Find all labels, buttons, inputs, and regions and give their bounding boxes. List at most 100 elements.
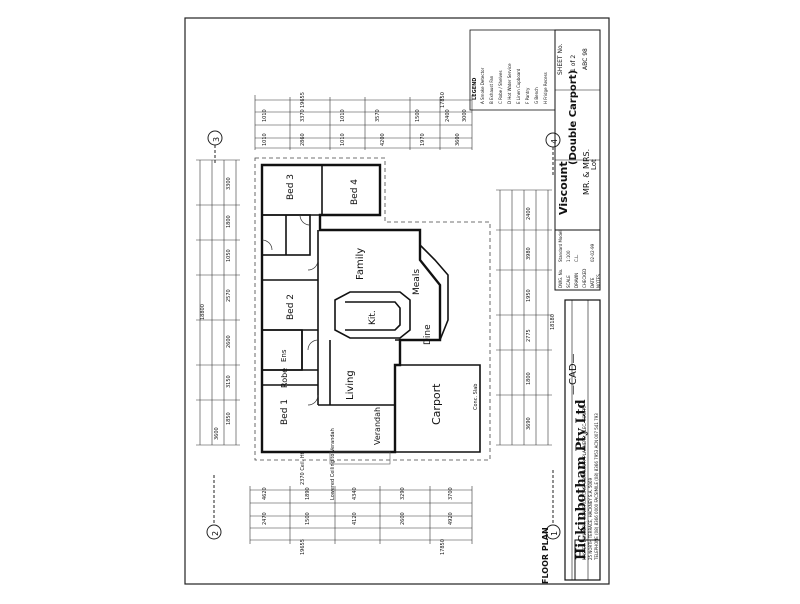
carport-note: Conc. Slab: [473, 383, 479, 410]
dim-left-total: 18800: [200, 304, 206, 320]
dim-bottom-total-2: 17850: [440, 539, 446, 555]
room-label-bed4: Bed 4: [350, 178, 360, 205]
dim-bottom-4: 3290: [400, 487, 406, 500]
legend-title: LEGEND: [472, 77, 478, 100]
detail-label: SCALE: [566, 275, 571, 288]
dim-left-4: 2570: [226, 289, 232, 302]
room-label-bed2: Bed 2: [286, 293, 296, 320]
company-subtitle-1: MASTER BUILDERS, CONSTRUCTORS, COMMUNITY…: [582, 405, 587, 560]
dim-bottom-r2-2: 1500: [305, 512, 311, 525]
sheet-border: [184, 17, 610, 585]
legend-item: B Exhaust Fan: [489, 75, 494, 104]
room-label-bed1: Bed 1: [280, 398, 290, 425]
grid-marker-label-2: 2: [211, 530, 220, 536]
dim-bottom-3: 4340: [352, 487, 358, 500]
lot-label: Lot: [590, 159, 598, 170]
design-name: Viscount: [557, 161, 570, 215]
dim-right-4: 2775: [526, 329, 532, 342]
dim-right-6: 3690: [526, 417, 532, 430]
detail-value: C.L.: [574, 254, 579, 262]
dim-top-3: 1010: [340, 109, 346, 122]
dim-left-2: 1800: [226, 215, 232, 228]
room-label-family: Family: [355, 247, 366, 280]
interior-walls: [261, 165, 449, 406]
dim-top-7: 3000: [462, 109, 468, 122]
bottom-dimension-strings: [249, 486, 473, 544]
grid-marker-label-1: 1: [550, 530, 559, 536]
dim-top-2: 3370: [300, 109, 306, 122]
room-label-bed3: Bed 3: [286, 173, 296, 200]
dim-left-7: 1850: [226, 412, 232, 425]
legend-item: G Bench: [534, 87, 539, 104]
dim-top-5: 1500: [415, 109, 421, 122]
detail-label: CHECKED: [582, 268, 587, 288]
legend-item: E Linen Cupboard: [516, 68, 521, 104]
room-label-meals: Meals: [412, 268, 422, 295]
detail-label: DRAWN: [574, 272, 579, 288]
ceiling-height-note: 2370 Ceil. Ht.: [300, 450, 306, 485]
detail-label: DWG. No.: [558, 268, 563, 288]
legend-item: A Smoke Detector: [480, 67, 485, 104]
detail-value: 02-02-99: [590, 243, 595, 262]
door-swings: [261, 214, 319, 406]
grid-marker-label-3: 3: [212, 136, 221, 142]
dim-bottom-1: 4620: [262, 487, 268, 500]
room-label-kit: Kit.: [368, 310, 378, 325]
detail-value: Standard Model: [558, 230, 563, 262]
dim-top-r2-5: 1970: [420, 133, 426, 146]
dim-bottom-5: 3700: [448, 487, 454, 500]
legend-item: C Robe / Shelves: [498, 70, 503, 104]
company-subtitle-2: 25 NORTH TERRACE, HACKNEY S.A. 5069: [588, 477, 593, 560]
sheet-number-label: SHEET No.: [557, 43, 564, 75]
room-label-ens: Ens: [280, 349, 288, 362]
dim-bottom-total-1: 19655: [300, 539, 306, 555]
legend-item: H Fridge Recess: [543, 72, 548, 104]
dim-top-r2-3: 1010: [340, 133, 346, 146]
dim-left-5: 2600: [226, 335, 232, 348]
top-dimension-strings: [254, 95, 473, 150]
grid-marker-label-4: 4: [550, 138, 559, 144]
client-name: MR. & MRS.: [582, 148, 591, 195]
grid-markers: [206, 130, 561, 540]
dim-right-5: 1800: [526, 372, 532, 385]
dim-bottom-r2-1: 2470: [262, 512, 268, 525]
room-label-living: Living: [345, 370, 356, 400]
dim-top-r2-6: 3600: [455, 133, 461, 146]
room-label-robe: Robe: [280, 367, 289, 388]
grid-marker-1: [545, 524, 561, 540]
dim-top-total-2: 17850: [440, 92, 446, 108]
grid-marker-2: [206, 524, 222, 540]
dim-bottom-2: 1890: [305, 487, 311, 500]
dim-top-r2-1: 1010: [262, 133, 268, 146]
dim-left-8: 3600: [214, 427, 220, 440]
verandah: [329, 451, 391, 465]
room-label-verandah: Verandah: [373, 406, 382, 445]
design-variant: (Double Carport): [568, 69, 579, 165]
dim-right-3: 1950: [526, 289, 532, 302]
dim-right-1: 2400: [526, 207, 532, 220]
dim-bottom-r2-4: 2600: [400, 512, 406, 525]
dim-bottom-r2-3: 4120: [352, 512, 358, 525]
left-dimension-strings: [196, 159, 240, 446]
dim-right-total: 18180: [550, 314, 556, 330]
detail-value: 1:100: [566, 250, 571, 262]
dim-left-1: 3300: [226, 177, 232, 190]
dim-top-6: 2400: [445, 109, 451, 122]
eaves-line: [254, 157, 491, 461]
verandah-ceiling-note: Lowered Ceiling to Verandah: [330, 428, 336, 500]
legend-item: F Pantry: [525, 87, 530, 104]
detail-label: DATE: [590, 277, 595, 288]
room-label-carport: Carport: [430, 383, 443, 426]
title-block-frame: [469, 29, 601, 581]
cad-label: —CAD—: [568, 353, 579, 395]
dim-left-6: 3150: [226, 375, 232, 388]
dim-top-r2-4: 4200: [380, 133, 386, 146]
sheet-of: 1 of 2: [570, 54, 577, 72]
drawing-number: ABC 98: [582, 48, 589, 70]
dim-top-4: 3570: [375, 109, 381, 122]
right-dimension-strings: [496, 189, 552, 446]
house-walls: [260, 163, 481, 454]
legend-item: D Hot Water Service: [507, 63, 512, 104]
